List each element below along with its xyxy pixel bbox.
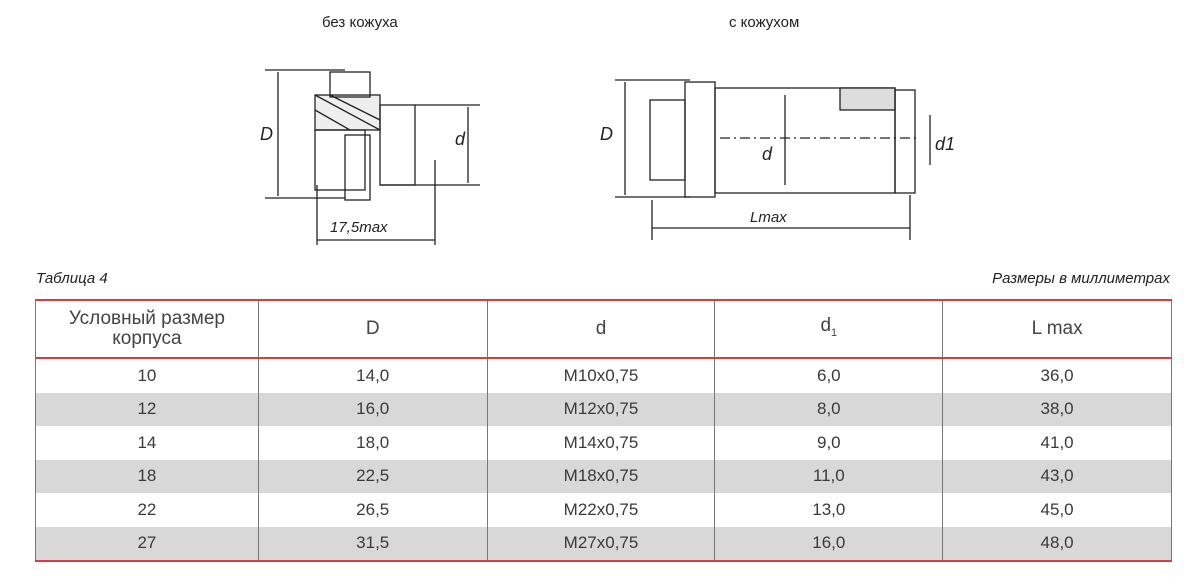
- table-cell: M14x0,75: [486, 426, 716, 460]
- table-cell: 14,0: [257, 358, 488, 393]
- table-cell: 45,0: [942, 493, 1172, 527]
- table-cell: M18x0,75: [486, 459, 716, 493]
- table-cell: 18: [35, 459, 259, 493]
- label-Lmax: Lmax: [750, 209, 787, 226]
- table-cell: 6,0: [714, 358, 944, 393]
- label-d: d: [455, 129, 466, 149]
- label-D: D: [600, 124, 613, 144]
- table-cell: 22,5: [257, 459, 488, 493]
- caption-with-cover: с кожухом: [729, 14, 800, 31]
- table-caption: Таблица 4: [36, 270, 108, 287]
- table-cell: 10: [35, 358, 259, 393]
- table-cell: 36,0: [942, 358, 1172, 393]
- table-cell: 48,0: [942, 526, 1172, 562]
- connector-drawing-without-cover: D d 17,5max: [260, 69, 480, 245]
- header-d: d: [486, 299, 716, 359]
- table-cell: 18,0: [257, 426, 488, 460]
- table-cell: 26,5: [257, 493, 488, 527]
- header-D: D: [257, 299, 488, 359]
- table-cell: 31,5: [257, 526, 488, 562]
- table-cell: 38,0: [942, 392, 1172, 426]
- table-cell: M12x0,75: [486, 392, 716, 426]
- table-header: Условный размер корпуса D d d1 L max: [35, 299, 1172, 359]
- label-d: d: [762, 144, 773, 164]
- table-cell: M10x0,75: [486, 358, 716, 393]
- connector-drawing-with-cover: D d d1 Lmax: [600, 79, 955, 240]
- table-cell: 9,0: [714, 426, 944, 460]
- table-cell: 16,0: [714, 526, 944, 562]
- table-units: Размеры в миллиметрах: [992, 270, 1170, 287]
- table-cell: 8,0: [714, 392, 944, 426]
- header-size: Условный размер корпуса: [35, 299, 259, 359]
- table-cell: 16,0: [257, 392, 488, 426]
- table-cell: 27: [35, 526, 259, 562]
- table-cell: M22x0,75: [486, 493, 716, 527]
- table-cell: 14: [35, 426, 259, 460]
- label-d1: d1: [935, 134, 955, 154]
- header-Lmax: L max: [942, 299, 1172, 359]
- table-cell: M27x0,75: [486, 526, 716, 562]
- table-cell: 11,0: [714, 459, 944, 493]
- label-length: 17,5max: [330, 219, 388, 236]
- table-cell: 12: [35, 392, 259, 426]
- header-d1: d1: [714, 299, 944, 359]
- table-cell: 22: [35, 493, 259, 527]
- caption-without-cover: без кожуха: [322, 14, 398, 31]
- table-cell: 41,0: [942, 426, 1172, 460]
- table-cell: 43,0: [942, 459, 1172, 493]
- table-cell: 13,0: [714, 493, 944, 527]
- label-D: D: [260, 124, 273, 144]
